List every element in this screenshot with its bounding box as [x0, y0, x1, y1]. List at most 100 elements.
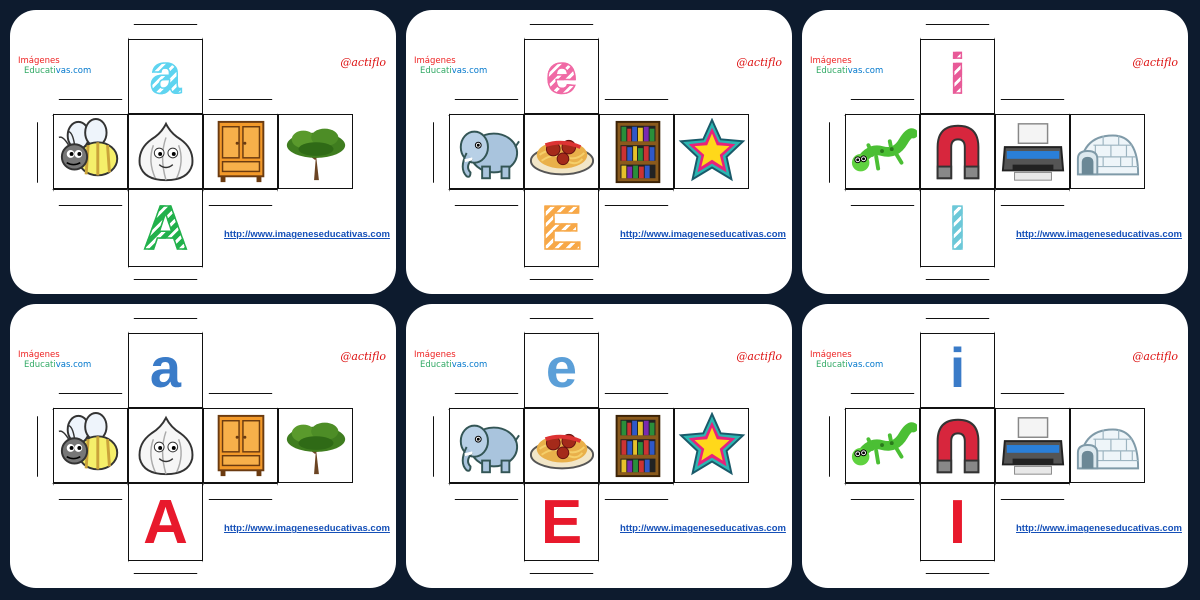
- face-center: [920, 408, 995, 483]
- author-signature: @actiflo: [736, 350, 782, 363]
- glue-tab-bottom: [128, 560, 203, 574]
- glue-tab-bottom-left: [53, 483, 128, 500]
- face-top-letter: a: [128, 333, 203, 408]
- magnet-icon: [924, 412, 992, 480]
- face-center: [128, 114, 203, 189]
- garlic-icon: [132, 118, 200, 186]
- face-top-letter: e: [524, 333, 599, 408]
- face-right: [203, 114, 278, 189]
- glue-tab-top: [524, 318, 599, 334]
- author-signature: @actiflo: [1132, 350, 1178, 363]
- website-link[interactable]: http://www.imageneseducativas.com: [1016, 229, 1182, 240]
- glue-tab-bottom-right: [203, 483, 278, 500]
- lowercase-letter: i: [949, 335, 966, 399]
- author-signature: @actiflo: [340, 56, 386, 69]
- garlic-icon: [132, 412, 200, 480]
- site-logo: Imágenes Educativas.com: [414, 350, 488, 370]
- face-bottom-letter: A: [128, 189, 203, 267]
- uppercase-letter: A: [143, 488, 188, 557]
- face-bottom-letter: E: [524, 483, 599, 561]
- glue-tab-bottom-left: [845, 483, 920, 500]
- card-grid: Imágenes Educativas.com @actiflo http://…: [10, 10, 1188, 588]
- website-link[interactable]: http://www.imageneseducativas.com: [224, 523, 390, 534]
- glue-tab-left: [37, 409, 54, 484]
- face-right: [203, 408, 278, 483]
- site-logo: Imágenes Educativas.com: [18, 56, 92, 76]
- dice-card-1[interactable]: Imágenes Educativas.com @actiflo http://…: [10, 10, 396, 294]
- lowercase-letter: i: [949, 41, 966, 105]
- dice-card-5[interactable]: Imágenes Educativas.com @actiflo http://…: [406, 304, 792, 588]
- lowercase-letter: e: [545, 335, 578, 399]
- star-icon: [678, 411, 746, 480]
- dice-card-2[interactable]: Imágenes Educativas.com @actiflo http://…: [406, 10, 792, 294]
- spaghetti-icon: [528, 118, 596, 186]
- face-left: [845, 114, 920, 189]
- lowercase-letter: e: [545, 41, 578, 105]
- lowercase-letter: a: [149, 335, 182, 399]
- face-center: [920, 114, 995, 189]
- tree-icon: [282, 118, 350, 186]
- site-logo: Imágenes Educativas.com: [414, 56, 488, 76]
- glue-tab-bottom-right: [599, 189, 674, 206]
- glue-tab-left: [37, 115, 54, 190]
- face-top-letter: a: [128, 39, 203, 114]
- face-left: [53, 114, 128, 189]
- face-bottom-letter: I: [920, 189, 995, 267]
- uppercase-letter: A: [142, 194, 188, 263]
- website-link[interactable]: http://www.imageneseducativas.com: [1016, 523, 1182, 534]
- glue-tab-bottom: [920, 560, 995, 574]
- face-bottom-letter: A: [128, 483, 203, 561]
- bee-icon: [57, 117, 125, 186]
- site-logo: Imágenes Educativas.com: [810, 350, 884, 370]
- face-bottom-letter: I: [920, 483, 995, 561]
- bookshelf-icon: [603, 412, 671, 480]
- face-top-letter: e: [524, 39, 599, 114]
- wardrobe-icon: [207, 412, 275, 480]
- uppercase-letter: I: [948, 488, 967, 557]
- gecko-icon: [849, 118, 917, 186]
- glue-tab-left: [829, 409, 846, 484]
- glue-tab-bottom: [524, 266, 599, 280]
- face-center: [524, 114, 599, 189]
- glue-tab-bottom-left: [449, 189, 524, 206]
- face-far-right: [278, 408, 353, 483]
- glue-tab-top: [920, 24, 995, 40]
- website-link[interactable]: http://www.imageneseducativas.com: [224, 229, 390, 240]
- glue-tab-bottom: [920, 266, 995, 280]
- face-far-right: [674, 114, 749, 189]
- site-logo: Imágenes Educativas.com: [810, 56, 884, 76]
- printer-icon: [999, 412, 1067, 480]
- glue-tab-bottom-left: [449, 483, 524, 500]
- glue-tab-left: [829, 115, 846, 190]
- glue-tab-bottom-right: [995, 189, 1070, 206]
- face-left: [845, 408, 920, 483]
- glue-tab-bottom-left: [53, 189, 128, 206]
- website-link[interactable]: http://www.imageneseducativas.com: [620, 229, 786, 240]
- author-signature: @actiflo: [1132, 56, 1178, 69]
- glue-tab-bottom-right: [995, 483, 1070, 500]
- dice-card-6[interactable]: Imágenes Educativas.com @actiflo http://…: [802, 304, 1188, 588]
- uppercase-letter: I: [948, 194, 967, 263]
- website-link[interactable]: http://www.imageneseducativas.com: [620, 523, 786, 534]
- face-center: [128, 408, 203, 483]
- magnet-icon: [924, 118, 992, 186]
- wardrobe-icon: [207, 118, 275, 186]
- face-far-right: [1070, 114, 1145, 189]
- lowercase-letter: a: [149, 41, 182, 105]
- face-far-right: [674, 408, 749, 483]
- bookshelf-icon: [603, 118, 671, 186]
- author-signature: @actiflo: [340, 350, 386, 363]
- face-bottom-letter: E: [524, 189, 599, 267]
- glue-tab-bottom-right: [599, 483, 674, 500]
- elephant-icon: [453, 412, 521, 480]
- spaghetti-icon: [528, 412, 596, 480]
- dice-card-4[interactable]: Imágenes Educativas.com @actiflo http://…: [10, 304, 396, 588]
- glue-tab-bottom-left: [845, 189, 920, 206]
- face-right: [995, 408, 1070, 483]
- site-logo: Imágenes Educativas.com: [18, 350, 92, 370]
- glue-tab-top: [128, 24, 203, 40]
- dice-card-3[interactable]: Imágenes Educativas.com @actiflo http://…: [802, 10, 1188, 294]
- uppercase-letter: E: [540, 488, 583, 557]
- bee-icon: [57, 411, 125, 480]
- face-right: [995, 114, 1070, 189]
